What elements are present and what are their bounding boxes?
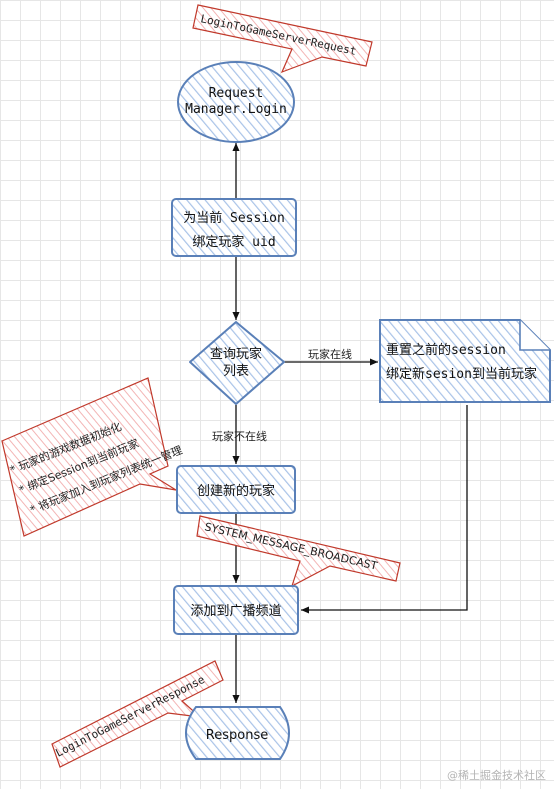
callout-notes: * 玩家的游戏数据初始化 * 绑定Session到当前玩家 * 将玩家加入到玩家…	[1, 377, 184, 537]
callout-login-request: LoginToGameServerRequest	[192, 4, 373, 74]
edge-label-offline: 玩家不在线	[212, 429, 267, 443]
node-request-manager[interactable]: Request Manager.Login	[177, 61, 295, 143]
node-query-players-line2: 列表	[223, 364, 249, 379]
node-reset-session-line1: 重置之前的session	[386, 342, 506, 358]
node-reset-session[interactable]: 重置之前的session 绑定新sesion到当前玩家	[379, 319, 551, 403]
node-query-players[interactable]: 查询玩家 列表	[189, 321, 285, 405]
node-query-players-line1: 查询玩家	[210, 346, 262, 362]
node-bind-session-line2: 绑定玩家 uid	[192, 234, 275, 250]
watermark: @稀土掘金技术社区	[447, 769, 546, 782]
edge-label-online: 玩家在线	[308, 347, 352, 361]
edge-reset-to-broadcast	[301, 405, 468, 614]
node-request-manager-line2: Manager.Login	[185, 102, 287, 117]
node-create-player-label: 创建新的玩家	[197, 483, 275, 499]
node-reset-session-line2: 绑定新sesion到当前玩家	[386, 366, 537, 382]
node-request-manager-line1: Request	[209, 86, 264, 101]
callout-system-broadcast-text: SYSTEM_MESSAGE_BROADCAST	[203, 520, 378, 573]
callout-login-response-text: LoginToGameServerResponse	[53, 673, 206, 760]
node-add-broadcast[interactable]: 添加到广播频道	[173, 585, 299, 635]
node-add-broadcast-label: 添加到广播频道	[190, 604, 281, 619]
node-response-label: Response	[206, 728, 268, 743]
node-bind-session[interactable]: 为当前 Session 绑定玩家 uid	[171, 198, 297, 257]
node-bind-session-line1: 为当前 Session	[183, 210, 285, 226]
node-create-player[interactable]: 创建新的玩家	[176, 465, 296, 514]
node-response[interactable]: Response	[185, 706, 290, 760]
callout-system-broadcast: SYSTEM_MESSAGE_BROADCAST	[196, 515, 401, 588]
